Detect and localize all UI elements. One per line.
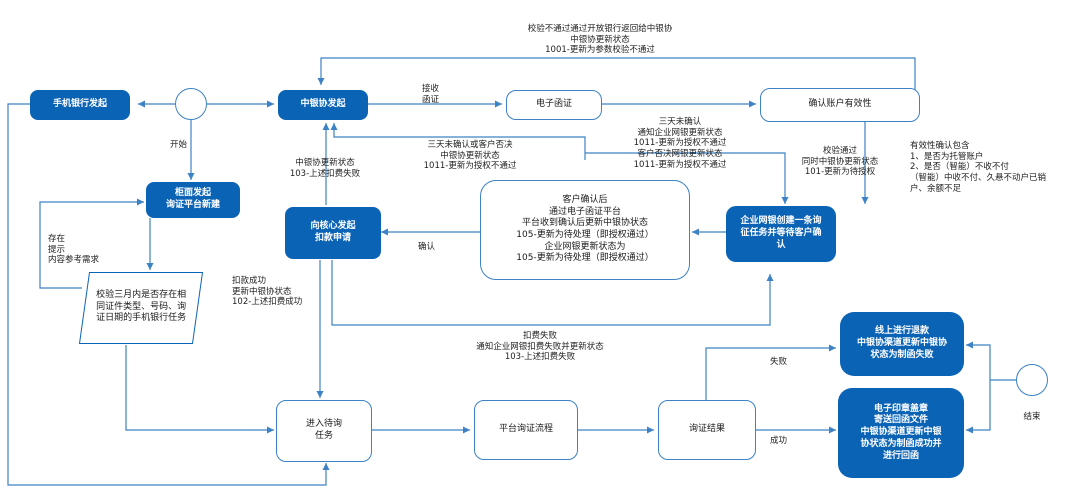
platform-flow-node: 平台询证流程 (474, 400, 578, 460)
core-deduct-text: 向核心发起 扣款申请 (310, 221, 356, 243)
start-circle (175, 88, 207, 120)
pending-task-node: 进入待询 任务 (276, 400, 372, 462)
mobile-bank-start-text: 手机银行发起 (52, 99, 107, 110)
pending-task-text: 进入待询 任务 (305, 419, 342, 441)
counter-start-node: 柜面发起 询证平台新建 (146, 182, 240, 218)
zyx-update-103-label: 中银协更新状态 103-上述扣费失败 (289, 158, 361, 179)
customer-confirm-node: 客户确认后 通过电子函证平台 平台收到确认后更新中银协状态 105-更新为待处理… (480, 180, 690, 280)
three-days-reject-label: 三天未确认或客户否决 中银协更新状态 1011-更新为授权不通过 (423, 140, 517, 172)
end-label: 结束 (1023, 412, 1041, 422)
customer-confirm-text: 客户确认后 通过电子函证平台 平台收到确认后更新中银协状态 105-更新为待处理… (516, 194, 654, 264)
deduct-fail-label: 扣费失败 通知企业网银扣费失败并更新状态 103-上述扣费失败 (476, 331, 604, 363)
refund-node: 线上进行退款 中银协渠道更新中银协 状态为制函失败 (840, 312, 964, 376)
refund-text: 线上进行退款 中银协渠道更新中银协 状态为制函失败 (856, 326, 947, 360)
deduct-success-label: 扣款成功 更新中银协状态 102-上述扣费成功 (232, 276, 303, 308)
confirm-account-text: 确认账户有效性 (808, 99, 872, 110)
validity-note: 有效性确认包含 1、是否为托管账户 2、是否（智能）不收不付 （智能）中收不付、… (910, 141, 1047, 194)
three-days-enterprise-label: 三天未确认 通知企业网银更新状态 1011-更新为授权不通过 客户否决网银更新状… (633, 117, 727, 170)
confirm-label: 确认 (418, 242, 436, 252)
enterprise-task-node: 企业网银创建一条询 征任务并等待客户确 认 (726, 206, 836, 262)
check-task-text: 校验三月内是否存在相 同证件类型、号码、询 证日期的手机银行任务 (95, 290, 186, 324)
mobile-bank-start-node: 手机银行发起 (30, 90, 130, 120)
zhongyinxie-start-text: 中银协发起 (300, 99, 346, 110)
verify-fail-label: 校验不通过通过开放银行返回给中银协 中银协更新状态 1001-更新为参数校验不通… (527, 24, 673, 56)
end-circle (1016, 364, 1048, 396)
receive-label: 接收 函证 (422, 84, 440, 105)
platform-flow-text: 平台询证流程 (498, 424, 553, 435)
exists-hint-label: 存在 提示 内容参考需求 (48, 234, 100, 266)
e-letter-node: 电子函证 (506, 90, 602, 120)
counter-start-text: 柜面发起 询证平台新建 (165, 188, 220, 210)
result-node: 询证结果 (658, 400, 756, 460)
confirm-account-node: 确认账户有效性 (760, 88, 920, 122)
result-text: 询证结果 (688, 424, 725, 435)
core-deduct-node: 向核心发起 扣款申请 (285, 207, 381, 259)
success-label: 成功 (770, 436, 788, 446)
check-pass-label: 校验通过 同时中银协更新状态 101-更新为待授权 (801, 146, 879, 178)
enterprise-task-text: 企业网银创建一条询 征任务并等待客户确 认 (740, 216, 822, 250)
check-task-node: 校验三月内是否存在相 同证件类型、号码、询 证日期的手机银行任务 (78, 272, 204, 344)
e-letter-text: 电子函证 (535, 99, 572, 110)
fail-label: 失败 (770, 357, 788, 367)
zhongyinxie-start-node: 中银协发起 (278, 90, 368, 120)
stamp-text: 电子印章盖章 寄送回函文件 中银协渠道更新中银 协状态为制函成功并 进行回函 (860, 403, 942, 461)
start-label: 开始 (170, 140, 188, 150)
stamp-node: 电子印章盖章 寄送回函文件 中银协渠道更新中银 协状态为制函成功并 进行回函 (838, 388, 964, 478)
